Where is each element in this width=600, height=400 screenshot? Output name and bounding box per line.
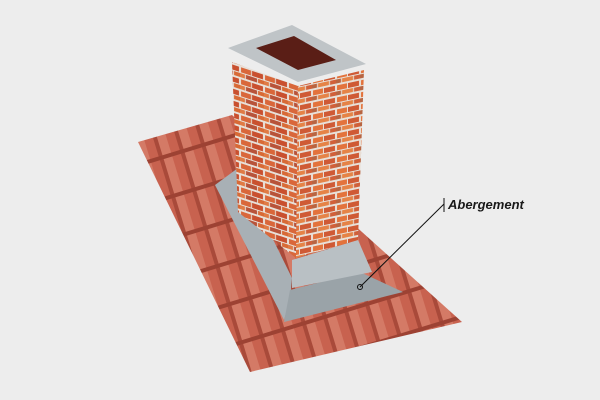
chimney-opening	[256, 36, 336, 70]
chimney-right-face	[296, 70, 364, 258]
flashing-base	[284, 272, 403, 322]
flashing-side	[215, 168, 292, 320]
abergement-label: Abergement	[448, 197, 524, 212]
chimney-left-face	[232, 62, 298, 258]
flashing-back	[292, 240, 372, 288]
leader-point	[357, 284, 363, 290]
leader-line	[359, 203, 445, 288]
